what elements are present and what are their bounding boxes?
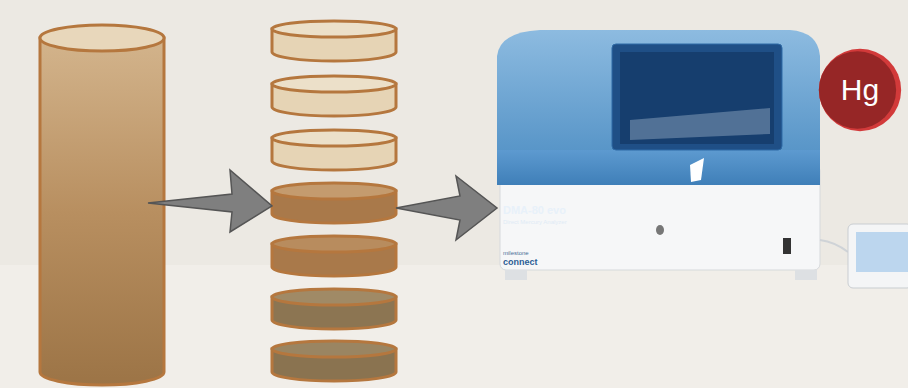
sediment-core	[40, 25, 164, 385]
element-circle: Hg	[818, 48, 902, 132]
element-symbol: Hg	[841, 73, 879, 107]
brand-name: milestone	[503, 250, 529, 256]
core-slices	[272, 21, 396, 381]
mercury-analyzer	[497, 30, 848, 280]
flow-arrow	[148, 170, 272, 232]
brand-name: connect	[503, 258, 538, 267]
model-name: DMA-80 evo	[503, 205, 566, 216]
flow-arrow	[396, 176, 497, 240]
product-name: Direct Mercury Analyzer	[503, 219, 567, 225]
control-tablet	[848, 224, 908, 288]
